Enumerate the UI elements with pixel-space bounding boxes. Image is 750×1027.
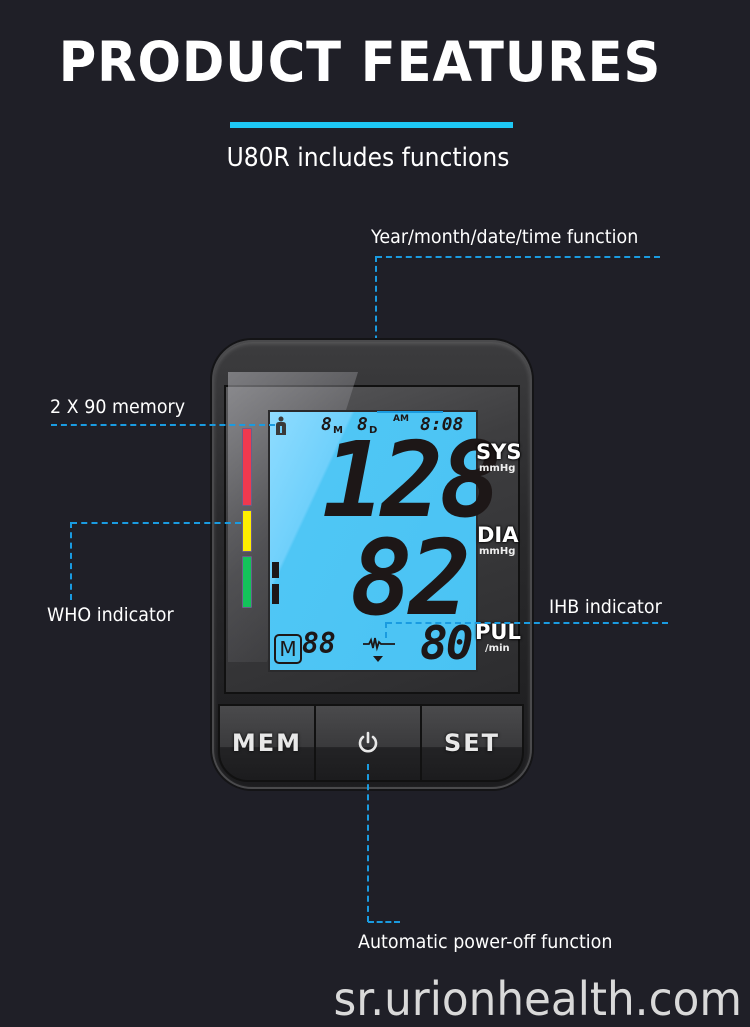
callout-ihb-line-v [385,622,387,638]
callout-autooff-label: Automatic power-off function [358,931,613,953]
mem-button[interactable]: MEM [218,704,316,782]
callout-who-label: WHO indicator [47,604,174,626]
lcd-am-pm: AM [393,414,409,424]
sys-label: SYS [476,440,522,464]
page-subtitle: U80R includes functions [226,143,510,173]
lcd-day-suffix: D [369,425,378,436]
datetime-bracket [377,411,443,413]
user-icon [276,416,286,435]
dia-unit: mmHg [479,546,516,557]
sys-unit: mmHg [479,463,516,474]
callout-ihb-label: IHB indicator [549,596,662,618]
lcd-systolic: 128 [322,419,502,541]
title-accent-bar [230,122,513,128]
callout-memory-label: 2 X 90 memory [50,396,186,418]
callout-autooff-line-h [368,921,400,923]
callout-ihb-line-h [386,622,668,624]
power-icon [358,731,378,753]
lcd-pulse: 80 [420,616,473,670]
callout-datetime-line-v [375,256,377,411]
who-bar-yellow [242,510,252,552]
lcd-month-suffix: M [333,425,343,436]
callout-datetime-label: Year/month/date/time function [371,226,639,248]
device-button-row: MEM SET [218,704,524,782]
lcd-diastolic: 82 [350,517,471,639]
callout-memory-line [51,424,275,426]
dia-label: DIA [477,523,519,547]
lcd-memory-indicator: M [274,634,302,664]
lcd-memory-count: 88 [302,627,336,660]
page-title: PRODUCT FEATURES [58,30,662,94]
lcd-level-mark [272,584,279,604]
pul-label: PUL [475,620,521,644]
lcd-day: 8 [357,414,368,435]
lcd-level-mark [272,562,279,578]
callout-autooff-line-v [367,764,369,922]
set-button[interactable]: SET [420,704,524,782]
who-bar-green [242,556,252,608]
callout-datetime-line-h [376,256,660,258]
ihb-wave-icon [363,637,395,662]
lcd-screen [268,410,478,672]
lcd-time: 8:08 [420,414,464,435]
who-bar-red [242,428,252,506]
lcd-month: 8 [321,414,332,435]
watermark: sr.urionhealth.com [333,972,742,1026]
callout-who-line-h [71,522,241,524]
pul-unit: /min [485,643,510,654]
callout-who-line-v [70,522,72,600]
